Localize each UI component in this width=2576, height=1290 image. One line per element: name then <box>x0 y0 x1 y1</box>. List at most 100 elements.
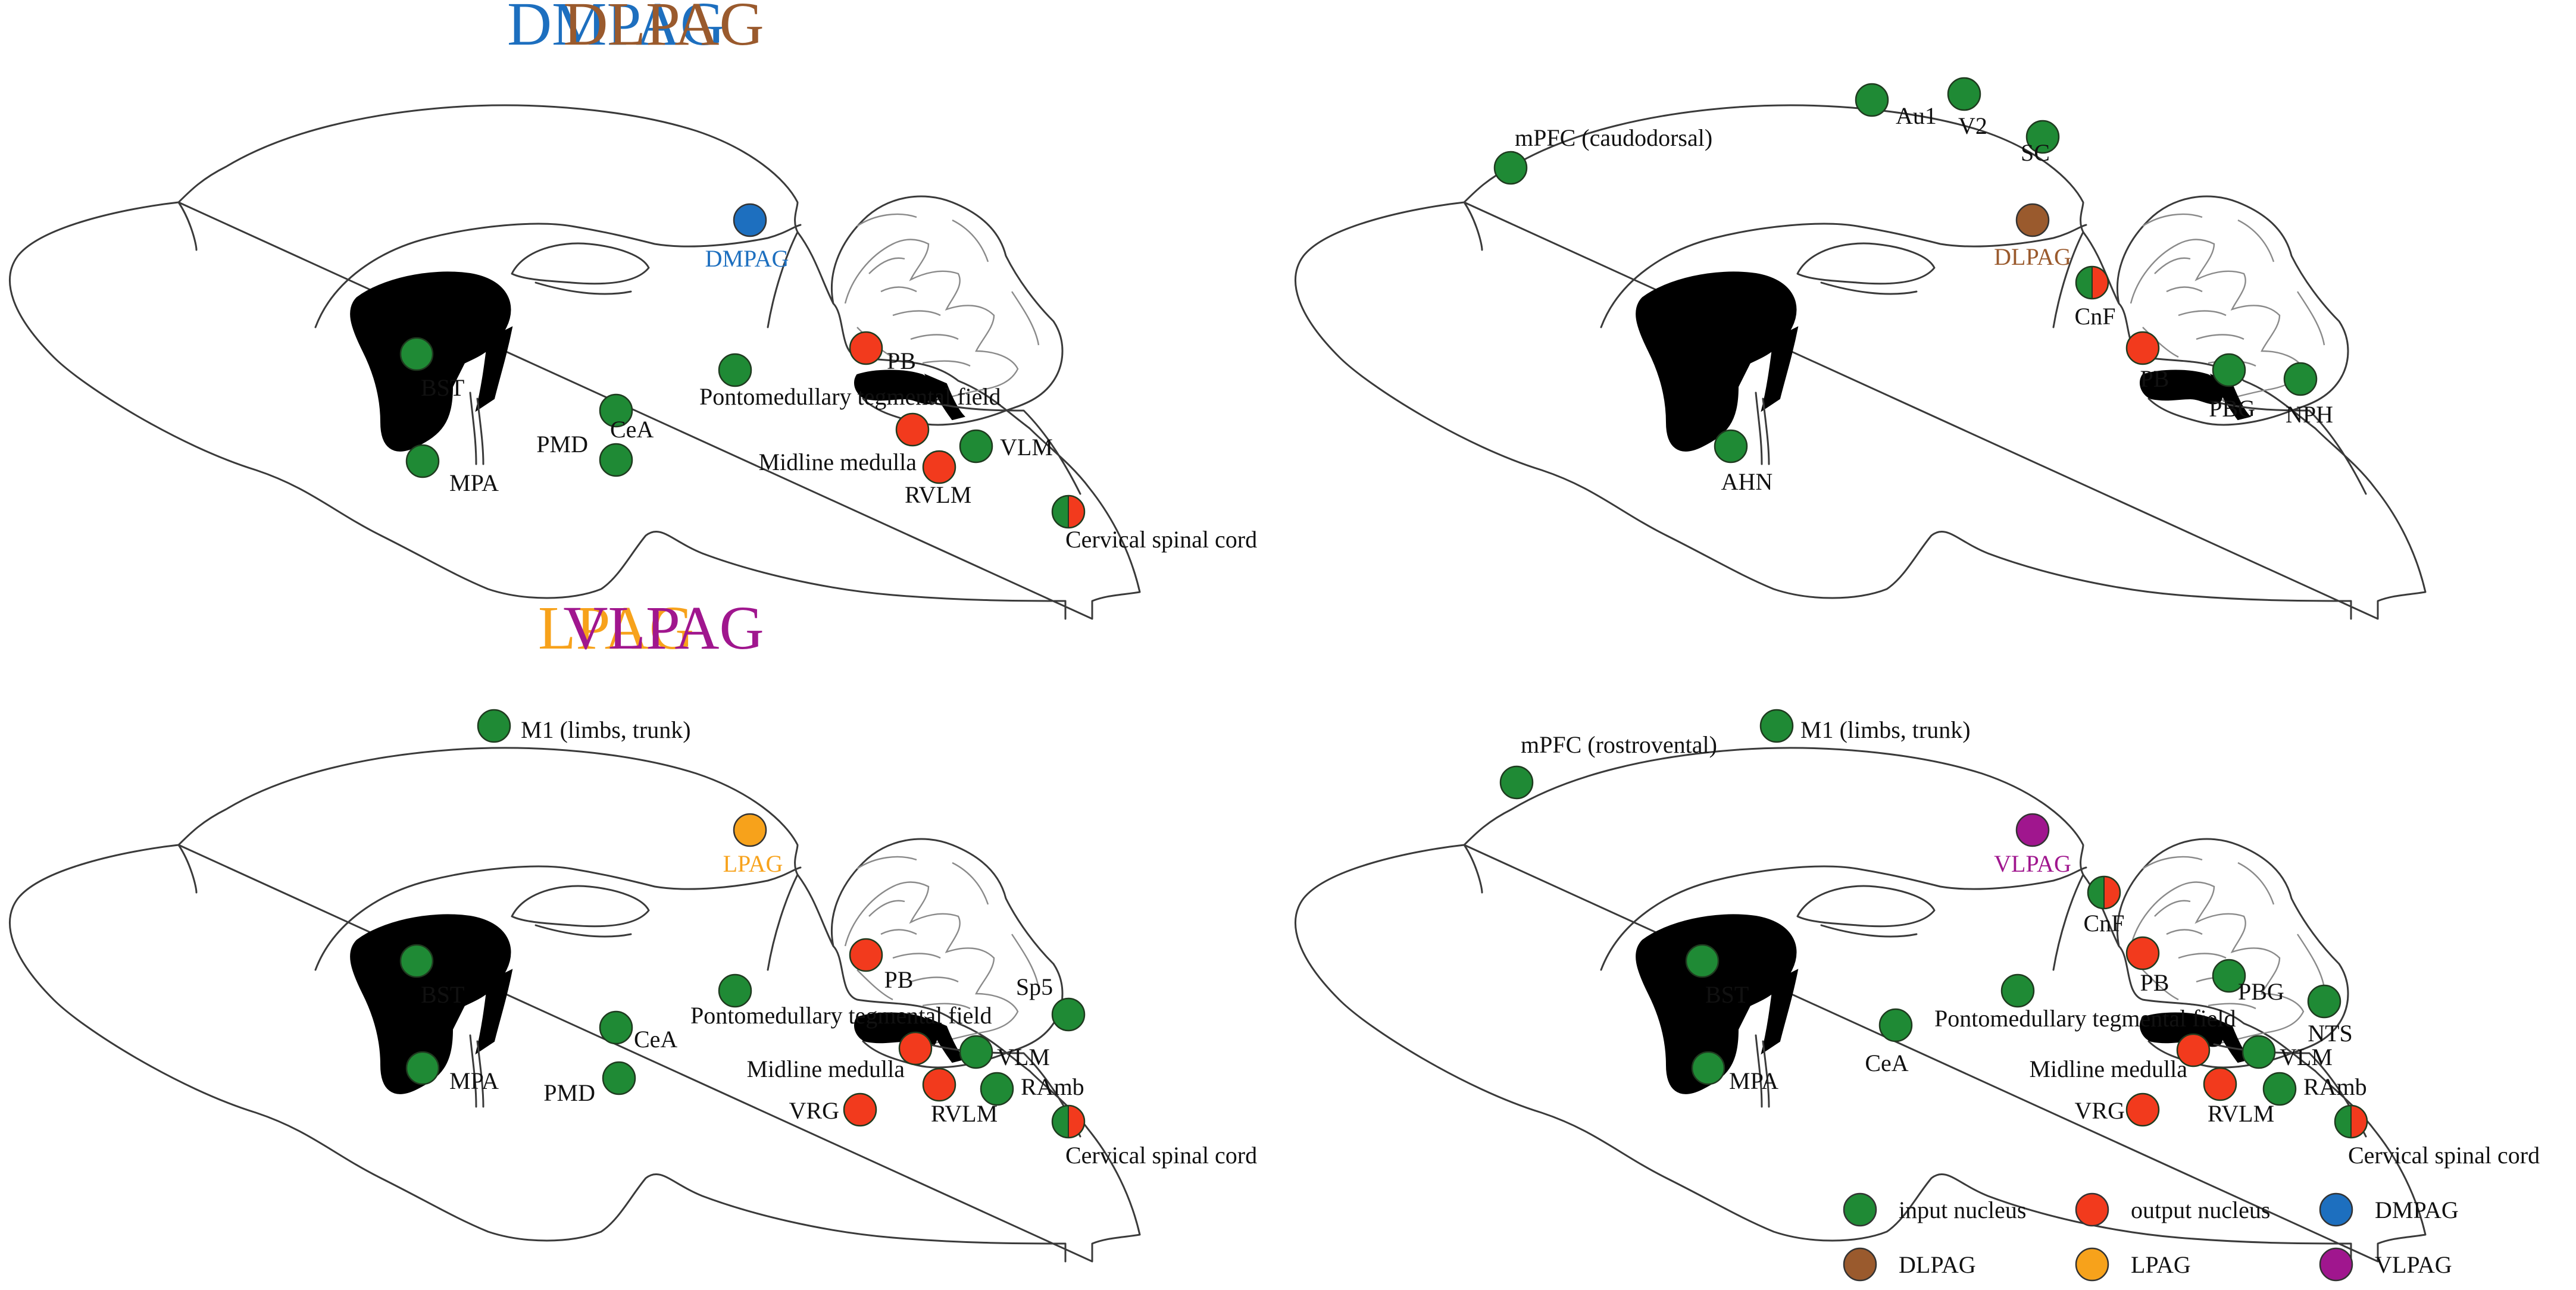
nucleus-dot-pmd <box>602 1061 636 1095</box>
legend-label-lpag: LPAG <box>2131 1251 2191 1278</box>
nucleus-dot-sp5 <box>1051 997 1086 1032</box>
nucleus-dot-vrg <box>843 1092 877 1127</box>
nucleus-dot-cnf <box>2087 875 2121 910</box>
legend-swatch-input-nucleus <box>1843 1192 1877 1227</box>
legend-item-dmpag: DMPAG <box>2319 1192 2459 1227</box>
nucleus-label-pontomedullary-tegmental-field: Pontomedullary tegmental field <box>699 383 1001 410</box>
nucleus-dot-bst <box>1685 944 1720 978</box>
nucleus-label-bst: BST <box>421 981 464 1008</box>
legend-label-dmpag: DMPAG <box>2375 1197 2459 1223</box>
panel-title-lpag: LPAG <box>538 594 694 662</box>
nucleus-label-rvlm: RVLM <box>905 481 971 508</box>
nucleus-dot-cnf <box>2075 265 2109 300</box>
nucleus-label-pb: PB <box>887 347 916 374</box>
nucleus-dot-au1 <box>1855 83 1889 117</box>
nucleus-dot-vrg <box>2125 1092 2160 1127</box>
nucleus-dot-cea <box>599 443 633 477</box>
nucleus-label-ramb: RAmb <box>2303 1073 2367 1100</box>
nucleus-dot-pbg <box>2212 353 2246 387</box>
nucleus-dot-midline-medulla <box>2176 1033 2211 1067</box>
nucleus-label-au1: Au1 <box>1896 102 1937 129</box>
nucleus-dot-nts <box>2307 984 2341 1019</box>
nucleus-dot-m1-limbs-trunk <box>1759 709 1794 743</box>
nucleus-label-pbg: PBG <box>2238 978 2284 1005</box>
nucleus-dot-rvlm <box>922 1067 956 1102</box>
nucleus-dot-mpa <box>1691 1051 1725 1085</box>
nucleus-dot-vlm <box>2242 1035 2276 1069</box>
pag-dot-dmpag <box>733 203 767 237</box>
legend-label-vlpag: VLPAG <box>2375 1251 2452 1278</box>
nucleus-label-pmd: PMD <box>543 1079 595 1106</box>
legend-item-vlpag: VLPAG <box>2319 1247 2452 1282</box>
nucleus-dot-ahn <box>1714 429 1748 464</box>
nucleus-label-mpa: MPA <box>449 469 499 496</box>
nucleus-label-cea: CeA <box>1865 1050 1908 1076</box>
nucleus-dot-midline-medulla <box>895 412 930 447</box>
nucleus-dot-pb <box>849 331 883 365</box>
nucleus-dot-cervical-spinal-cord <box>1051 1104 1086 1139</box>
nucleus-dot-m1-limbs-trunk <box>477 709 511 743</box>
nucleus-label-v2: V2 <box>1958 112 1987 139</box>
nucleus-label-pontomedullary-tegmental-field: Pontomedullary tegmental field <box>690 1002 992 1029</box>
nucleus-dot-ramb <box>2262 1072 2297 1106</box>
nucleus-dot-midline-medulla <box>898 1031 933 1066</box>
nucleus-label-mpfc-rostrovental: mPFC (rostrovental) <box>1521 731 1717 758</box>
panel-title-dlpag: DLPAG <box>563 0 764 58</box>
nucleus-dot-cea <box>1878 1008 1913 1042</box>
nucleus-dot-bst <box>399 337 434 371</box>
nucleus-label-pb: PB <box>2140 969 2169 996</box>
nucleus-dot-pb <box>2125 331 2160 365</box>
nucleus-label-mpfc-caudodorsal: mPFC (caudodorsal) <box>1515 124 1712 151</box>
nucleus-dot-nph <box>2283 362 2318 396</box>
nucleus-label-mpa: MPA <box>449 1067 499 1094</box>
nucleus-label-pmd: PMD <box>536 431 588 458</box>
nucleus-dot-pontomedullary-tegmental-field <box>2000 973 2035 1008</box>
legend-swatch-dmpag <box>2319 1192 2353 1227</box>
nucleus-label-cervical-spinal-cord: Cervical spinal cord <box>1065 526 1257 553</box>
panel-title-dmpag: DMPAG <box>507 0 725 58</box>
nucleus-label-vlm: VLM <box>997 1044 1050 1070</box>
nucleus-label-mpa: MPA <box>1729 1067 1778 1094</box>
pag-dot-vlpag <box>2015 813 2050 847</box>
nucleus-dot-rvlm <box>2203 1067 2237 1101</box>
legend-item-output-nucleus: output nucleus <box>2075 1192 2270 1227</box>
nucleus-label-pontomedullary-tegmental-field: Pontomedullary tegmental field <box>1934 1005 2236 1032</box>
nucleus-label-ramb: RAmb <box>1021 1073 1084 1100</box>
nucleus-dot-ramb <box>980 1072 1014 1106</box>
nucleus-dot-rvlm <box>922 450 956 484</box>
nucleus-label-vrg: VRG <box>2075 1097 2125 1124</box>
pag-label-vlpag: VLPAG <box>1994 850 2071 877</box>
nucleus-label-cnf: CnF <box>2075 303 2116 330</box>
brain-outline-dlpag <box>1295 104 2427 620</box>
nucleus-dot-pb <box>849 938 883 972</box>
pag-dot-dlpag <box>2015 203 2050 237</box>
nucleus-label-nph: NPH <box>2286 401 2333 428</box>
nucleus-label-vrg: VRG <box>789 1097 839 1124</box>
pag-label-lpag: LPAG <box>723 850 783 877</box>
nucleus-dot-sc <box>2025 120 2060 154</box>
brain-outline-dmpag <box>9 104 1141 620</box>
nucleus-dot-cervical-spinal-cord <box>2334 1104 2368 1139</box>
pag-label-dlpag: DLPAG <box>1994 243 2071 270</box>
nucleus-label-ahn: AHN <box>1721 468 1773 495</box>
nucleus-dot-cea <box>599 1010 633 1045</box>
nucleus-dot-mpa <box>405 444 440 478</box>
nucleus-dot-bst <box>399 944 434 978</box>
nucleus-label-midline-medulla: Midline medulla <box>746 1056 905 1082</box>
nucleus-label-bst: BST <box>1705 981 1749 1008</box>
nucleus-label-m1-limbs-trunk: M1 (limbs, trunk) <box>521 716 691 743</box>
legend-swatch-vlpag <box>2319 1247 2353 1282</box>
nucleus-label-sc: SC <box>2021 139 2050 166</box>
nucleus-dot-mpa <box>405 1051 440 1085</box>
nucleus-label-rvlm: RVLM <box>931 1100 998 1127</box>
nucleus-dot-cervical-spinal-cord <box>1051 494 1086 529</box>
nucleus-dot-v2 <box>1947 77 1981 111</box>
nucleus-label-midline-medulla: Midline medulla <box>758 449 917 475</box>
legend-swatch-lpag <box>2075 1247 2109 1282</box>
nucleus-label-midline-medulla: Midline medulla <box>2029 1056 2187 1082</box>
nucleus-label-vlm: VLM <box>1000 434 1053 461</box>
